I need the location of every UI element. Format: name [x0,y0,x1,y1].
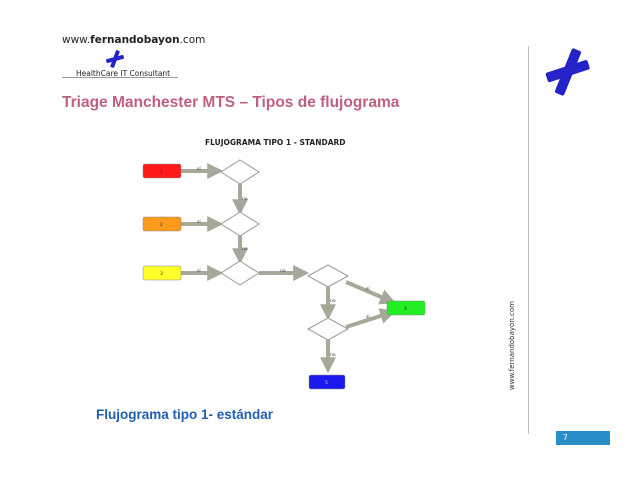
url-prefix: www. [62,34,91,46]
box-label-4: 4 [404,306,407,312]
url-suffix: .com [179,34,206,46]
label-sí-1: sí [197,165,201,172]
page-number-box [556,431,610,445]
box-label-5: 5 [325,380,328,386]
priority-box-orange [142,216,182,232]
box-label-1: 1 [160,169,163,175]
decision-diamond-5 [306,317,350,341]
decision-diamond-3 [220,260,260,286]
priority-box-red [142,163,182,179]
sidebar-divider [528,46,529,434]
label-no-2: no [242,247,248,252]
label-no-3: no [280,269,286,274]
box-label-2: 2 [160,222,163,228]
label-sí-4: sí [366,285,370,292]
decision-diamond-1 [220,159,260,185]
arrow-9 [345,308,397,329]
priority-box-blue [308,374,346,390]
label-sí-3: sí [197,267,201,274]
arrow-8 [345,280,396,305]
vertical-url: www.fernandobayon.com [508,301,516,390]
label-sí-2: sí [197,218,201,225]
slide-title: Triage Manchester MTS – Tipos de flujogr… [62,94,400,111]
box-label-3: 3 [160,271,163,277]
decision-diamond-2 [220,211,260,237]
tagline: HealthCare IT Consultant [76,69,171,78]
header-divider [62,77,178,78]
label-no-1: no [242,197,248,202]
url-brand: fernandobayon [90,34,180,46]
site-url: www.fernandobayon.com [62,34,205,46]
label-no-4: no [330,299,336,304]
diagram-heading: FLUJOGRAMA TIPO 1 - STANDARD [205,138,346,147]
priority-box-green [386,300,426,316]
diagram-caption: Flujograma tipo 1- estándar [96,407,274,422]
label-no-5: no [330,353,336,358]
decision-diamond-4 [306,264,350,288]
small-logo-icon [106,50,124,68]
priority-box-yellow [142,265,182,281]
large-logo-icon [545,48,590,96]
label-sí-5: sí [366,313,370,320]
page-number: 7 [563,433,568,442]
